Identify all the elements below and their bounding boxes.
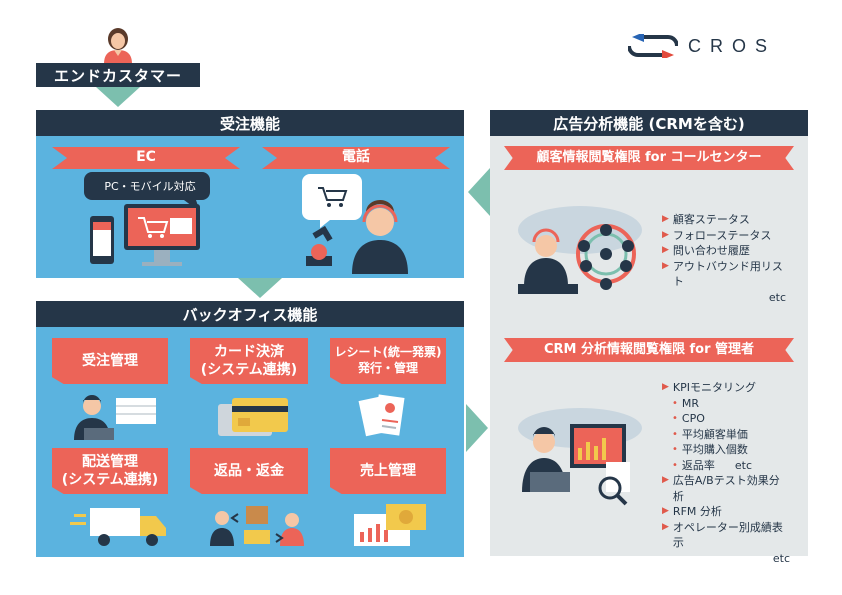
receipt-icon <box>358 394 405 437</box>
callcenter-network-illustration <box>518 206 642 294</box>
logo-text: CROS <box>688 35 777 56</box>
list-item: ▶広告A/Bテスト効果分析 <box>662 474 780 503</box>
analytics-illustration <box>518 408 642 506</box>
list-item: ▶KPIモニタリング <box>662 381 757 394</box>
backoffice-panel-title: バックオフィス機能 <box>36 301 464 327</box>
manager-ribbon: CRM 分析情報閲覧権限 for 管理者 <box>504 338 794 362</box>
list-item: ▶顧客ステータス <box>662 213 750 226</box>
etc-label: etc <box>772 551 790 565</box>
ec-illustration <box>84 172 210 266</box>
list-item: ▶RFM 分析 <box>662 505 722 518</box>
manager-list: ▶KPIモニタリング •MR •CPO •平均顧客単価 •平均購入個数 •返品率… <box>662 380 790 566</box>
arrow-left-icon <box>468 168 490 216</box>
device-bubble-text: PC・モバイル対応 <box>104 180 196 193</box>
sales-management-card: 売上管理 <box>330 448 446 494</box>
arrow-down-icon <box>96 87 140 107</box>
ec-label: EC <box>52 147 240 169</box>
return-refund-icon <box>210 506 304 546</box>
order-management-icon <box>74 395 156 440</box>
order-management-card: 受注管理 <box>52 338 168 384</box>
customer-label: エンドカスタマー <box>36 63 200 87</box>
list-item: •CPO <box>672 412 705 425</box>
etc-label: etc <box>768 290 786 304</box>
phone-label: 電話 <box>262 147 450 169</box>
sales-chart-icon <box>354 504 426 546</box>
list-item: •平均購入個数 <box>672 443 748 456</box>
card-payment-card: カード決済 (システム連携) <box>190 338 308 384</box>
list-item: ▶フォローステータス <box>662 228 772 242</box>
analytics-panel-title: 広告分析機能 (CRMを含む) <box>490 110 808 136</box>
list-item: ▶問い合わせ履歴 <box>662 244 750 257</box>
receipt-card: レシート(統一発票) 発行・管理 <box>330 338 446 384</box>
shipping-card: 配送管理 (システム連携) <box>52 448 168 494</box>
arrow-right-icon <box>466 404 488 452</box>
list-item: •平均顧客単価 <box>672 427 748 441</box>
arrow-down-icon <box>238 278 282 298</box>
list-item: •MR <box>672 396 700 410</box>
order-panel-title: 受注機能 <box>36 110 464 136</box>
return-refund-card: 返品・返金 <box>190 448 308 494</box>
cros-logo: CROS <box>628 32 798 60</box>
callcenter-list: ▶顧客ステータス ▶フォローステータス ▶問い合わせ履歴 ▶アウトバウンド用リス… <box>662 212 786 305</box>
credit-card-icon <box>218 398 288 436</box>
list-item: ▶オペレーター別成績表示 <box>662 520 783 550</box>
callcenter-illustration <box>302 174 408 274</box>
customer-avatar-icon <box>104 28 132 64</box>
delivery-truck-icon <box>70 508 166 546</box>
list-item: ▶アウトバウンド用リスト <box>662 259 783 289</box>
callcenter-ribbon: 顧客情報閲覧権限 for コールセンター <box>504 146 794 170</box>
cros-logo-icon <box>628 34 678 58</box>
